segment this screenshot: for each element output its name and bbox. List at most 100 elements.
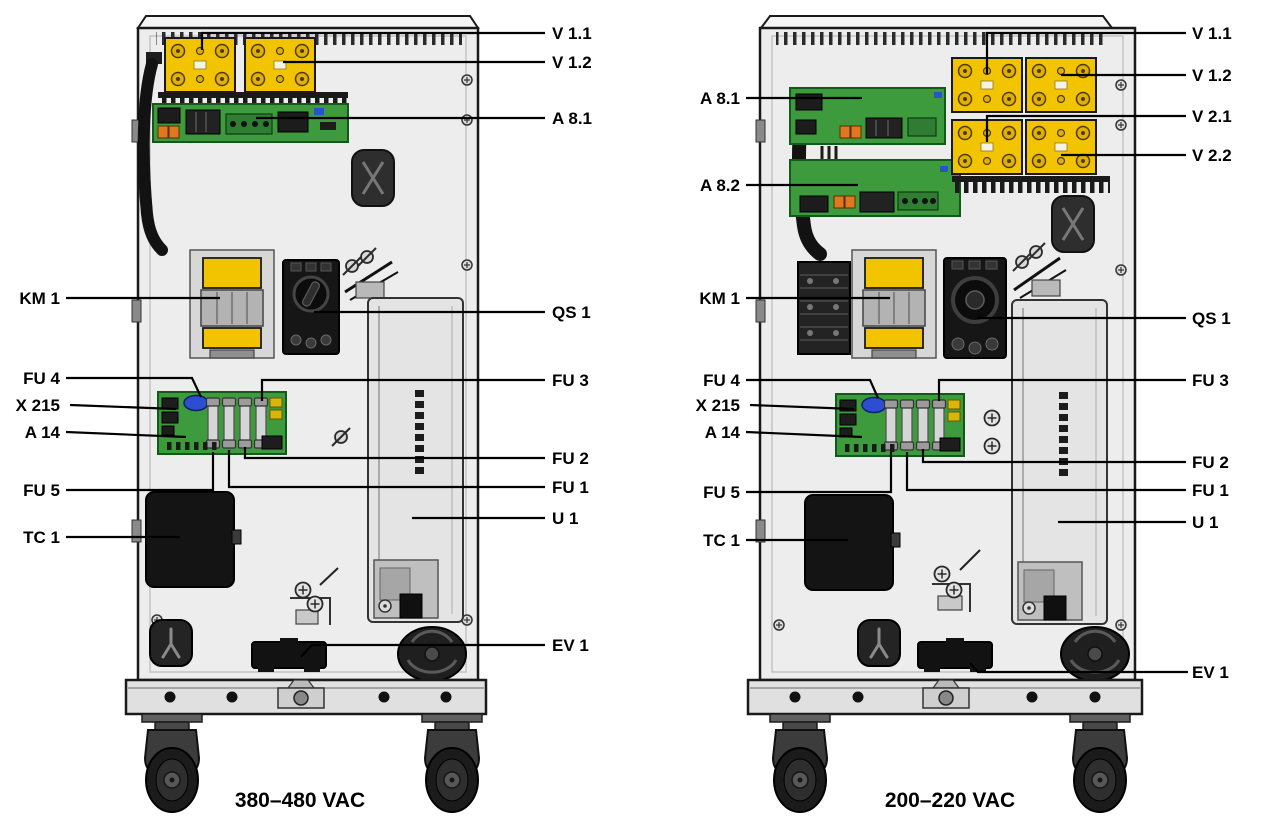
label-v11: V 1.1 [1192,24,1232,43]
label-fu4: FU 4 [23,369,60,388]
label-a14: A 14 [25,423,61,442]
leader-line-x215 [69,403,177,411]
hinge [755,519,766,543]
wiring-detail [1012,242,1067,299]
label-v11: V 1.1 [552,24,592,43]
screw-icon [983,437,1001,455]
ground-terminal-detail [932,549,981,612]
label-fu4: FU 4 [703,371,740,390]
label-fu3: FU 3 [1192,371,1229,390]
component-tc1-transformer [145,491,242,588]
leader-line-a14 [745,430,863,439]
leader-line-v21 [985,114,1186,142]
label-fu5: FU 5 [23,481,60,500]
callout-ev1: EV 1 [300,636,589,658]
callout-fu3: FU 3 [937,371,1229,401]
screw-icon [1115,119,1127,131]
screw-icon [945,581,963,599]
callout-v11: V 1.1 [985,24,1232,74]
hinge [131,519,142,543]
leader-line-x215 [749,403,855,411]
label-v21: V 2.1 [1192,107,1232,126]
panel-380-480-vac: V 1.1 V 1.2 A 8.1 QS 1 FU 3 FU 2 FU 1 U [16,15,592,813]
label-ev1: EV 1 [552,636,589,655]
label-km1: KM 1 [699,289,740,308]
callout-fu1: FU 1 [227,450,589,497]
wiring-detail [342,247,399,301]
component-a82-board [789,159,961,217]
label-u1: U 1 [552,509,578,528]
callout-km1: KM 1 [699,289,890,308]
label-qs1: QS 1 [552,303,591,322]
ground-terminal-detail [290,567,339,625]
leader-line-fu1 [227,450,545,489]
label-fu5: FU 5 [703,483,740,502]
callout-fu4: FU 4 [23,369,202,398]
label-u1: U 1 [1192,513,1218,532]
heatsink [952,176,1110,193]
label-fu2: FU 2 [552,449,589,468]
cabinet-base [124,678,488,716]
callout-v22: V 2.2 [1061,146,1232,165]
caster-wheel [141,713,203,813]
callout-fu2: FU 2 [243,447,589,468]
screw-icon [306,595,324,613]
callout-tc1: TC 1 [23,528,180,547]
bottom-fan [396,625,468,683]
label-qs1: QS 1 [1192,309,1231,328]
callout-a14: A 14 [25,423,187,442]
hinge [755,119,766,143]
screw-icon [461,114,473,126]
screw-icon [983,409,1001,427]
caption-380-480-vac: 380–480 VAC [235,789,365,812]
callout-fu2: FU 2 [921,449,1229,472]
leader-line-fu4 [66,376,202,398]
label-km1: KM 1 [19,289,60,308]
screw-icon [1115,264,1127,276]
label-fu1: FU 1 [1192,481,1229,500]
screw-icon [461,74,473,86]
bottom-left-fitting [148,618,194,668]
caster-wheel [769,713,831,813]
component-v12-rectifier [244,37,316,93]
component-ev1-block [917,637,993,673]
caster-wheel [421,713,483,813]
label-tc1: TC 1 [23,528,60,547]
hinge [755,299,766,323]
label-v22: V 2.2 [1192,146,1232,165]
callout-tc1: TC 1 [703,531,848,550]
callout-qs1: QS 1 [314,303,591,322]
leader-line-ev1 [300,643,545,658]
callout-v21: V 2.1 [985,107,1232,142]
callout-km1: KM 1 [19,289,220,308]
callout-fu1: FU 1 [905,452,1229,500]
component-fuse-board [836,394,964,456]
callout-a81: A 8.1 [256,109,592,128]
component-qs1-switch [281,258,341,356]
cabinet-base [746,678,1144,716]
label-a82: A 8.2 [700,176,740,195]
screw-icon [773,619,785,631]
callout-u1: U 1 [412,509,578,528]
screw-icon [1115,619,1127,631]
screw-icon [933,565,951,583]
label-fu1: FU 1 [552,478,589,497]
label-fu2: FU 2 [1192,453,1229,472]
component-u1-drive [367,297,464,623]
leader-line-fu3 [260,378,545,401]
vent-grille [776,32,1106,45]
leader-line-v11 [200,31,545,50]
component-qs1-switch [943,257,1007,359]
callout-a14: A 14 [705,423,863,442]
component-a81-board [152,103,349,143]
terminal-block-stack [797,261,851,355]
component-a81-board [789,87,946,145]
component-ev1-block [251,637,327,673]
component-km1-contactor [851,249,937,359]
callout-fu5: FU 5 [23,452,215,500]
callout-v11: V 1.1 [200,24,592,50]
callout-fu3: FU 3 [260,371,589,401]
leader-line-a14 [65,430,187,439]
component-v11-rectifier [164,37,236,93]
